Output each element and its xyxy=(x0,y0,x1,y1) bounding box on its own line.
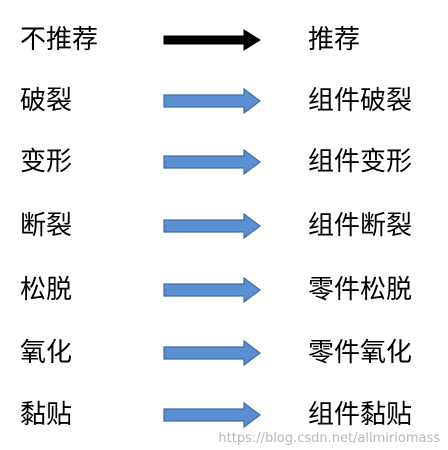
term-not-recommended: 不推荐 xyxy=(20,25,99,55)
term-not-recommended: 破裂 xyxy=(20,86,73,116)
term-recommended: 组件变形 xyxy=(308,147,413,177)
arrow-right-icon xyxy=(163,339,261,367)
arrow-right-icon xyxy=(163,148,261,176)
mapping-row: 破裂 组件破裂 xyxy=(0,81,448,121)
term-recommended: 组件破裂 xyxy=(308,86,413,116)
mapping-row: 变形 组件变形 xyxy=(0,142,448,182)
term-not-recommended: 松脱 xyxy=(20,275,73,305)
mapping-row: 松脱 零件松脱 xyxy=(0,270,448,310)
mapping-row: 氧化 零件氧化 xyxy=(0,333,448,373)
arrow-right-icon xyxy=(163,276,261,304)
term-not-recommended: 变形 xyxy=(20,147,73,177)
term-recommended: 推荐 xyxy=(308,25,361,55)
mapping-row: 断裂 组件断裂 xyxy=(0,206,448,246)
arrow-right-icon xyxy=(163,212,261,240)
mapping-row: 不推荐 推荐 xyxy=(0,20,448,60)
arrow-right-icon xyxy=(163,87,261,115)
arrow-right-icon xyxy=(163,29,261,51)
term-recommended: 组件断裂 xyxy=(308,211,413,241)
mapping-row: 黏贴 组件黏贴 xyxy=(0,395,448,435)
term-recommended: 零件氧化 xyxy=(308,338,413,368)
term-not-recommended: 断裂 xyxy=(20,211,73,241)
term-recommended: 零件松脱 xyxy=(308,275,413,305)
arrow-right-icon xyxy=(163,401,261,429)
term-not-recommended: 黏贴 xyxy=(20,400,73,430)
watermark: https://blog.csdn.net/allmiriomass xyxy=(218,431,440,446)
term-not-recommended: 氧化 xyxy=(20,338,73,368)
term-recommended: 组件黏贴 xyxy=(308,400,413,430)
